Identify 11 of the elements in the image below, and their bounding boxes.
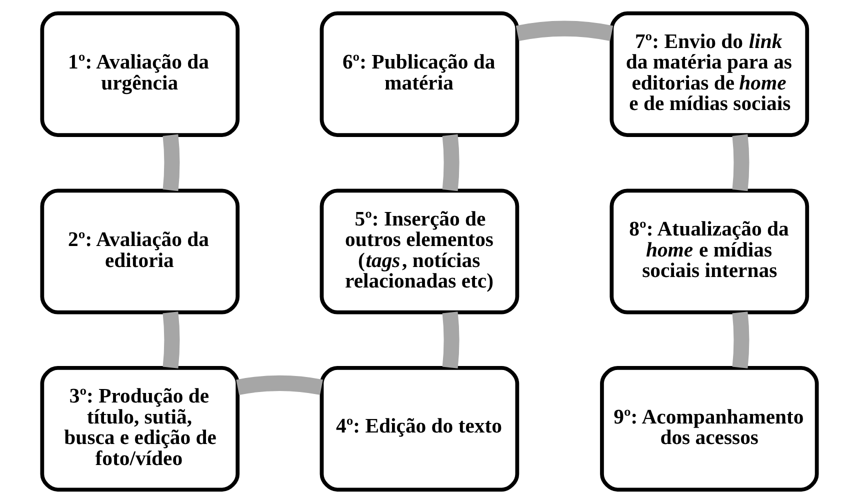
node-box: 5º: Inserção de outros elementos (tags, notícias relacionadas etc) — [320, 188, 520, 314]
node-box: 3º: Produção de título, sutiã, busca e edição de foto/vídeo — [40, 366, 240, 492]
node-box: 6º: Publicação da matéria — [320, 11, 520, 137]
node-box: 4º: Edição do texto — [320, 366, 520, 492]
node-box: 1º: Avaliação da urgência — [40, 11, 240, 137]
node-box: 2º: Avaliação da editoria — [40, 188, 240, 314]
node-box: 9º: Acompanhamento dos acessos — [600, 366, 819, 492]
connector — [236, 375, 323, 395]
node-box: 7º: Envio do link da matéria para as editorias de home e de mídias sociais — [610, 11, 810, 137]
connector — [516, 20, 613, 41]
node-box: 8º: Atualização da home e mídias sociais internas — [610, 188, 810, 314]
